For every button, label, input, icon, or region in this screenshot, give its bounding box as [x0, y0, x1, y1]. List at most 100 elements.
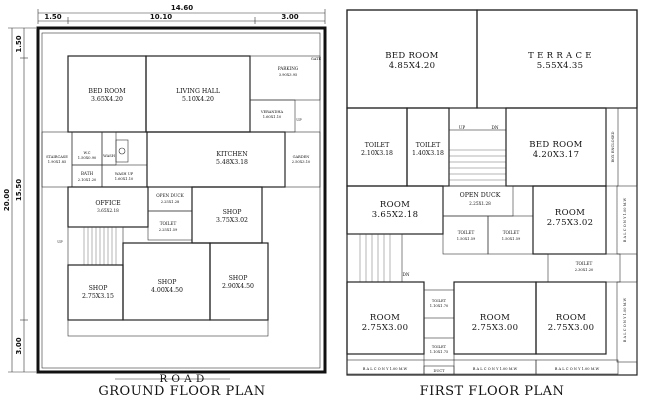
- dim-width-left: 1.50: [44, 13, 61, 21]
- dim-height-bottom: 3.00: [15, 337, 23, 354]
- ground-shop2-size: 2.75X3.15: [82, 293, 114, 300]
- first-toilet2-size: 1.40X3.18: [412, 150, 444, 157]
- first-balcony-bottom1: B A L C O N Y 1.00 M.W: [363, 367, 408, 371]
- ground-office-label: OFFICE: [95, 200, 121, 207]
- first-room4-size: 2.75X3.00: [472, 323, 519, 333]
- ground-bedroom-size: 3.65X4.20: [91, 96, 123, 103]
- plot-boundary: [36, 26, 327, 374]
- road-label: R O A D: [159, 373, 204, 385]
- ground-office-size: 3.65X2.18: [97, 208, 119, 213]
- ground-parking-size: 3.90X3.95: [279, 73, 298, 77]
- ground-bath-size: 2.10X1.20: [78, 178, 97, 182]
- ground-floor-plan: BED ROOM 3.65X4.20 LIVING HALL 5.10X4.20…: [36, 26, 327, 399]
- dim-total-height: 20.00: [3, 189, 11, 211]
- first-room5-label: ROOM: [556, 313, 586, 323]
- ground-kitchen-label: KITCHEN: [216, 151, 248, 158]
- first-toilet7-label: TOILET: [432, 345, 447, 349]
- ground-wc-label: W.C: [84, 151, 91, 155]
- first-room-5: [535, 281, 607, 355]
- ground-office: [67, 186, 149, 228]
- first-balcony-bottom3: B A L C O N Y 1.00 M.W: [555, 367, 600, 371]
- ground-kitchen-size: 5.48X3.18: [216, 159, 248, 166]
- first-toilet1-size: 2.10X3.18: [361, 150, 393, 157]
- first-terrace-label: T E R R A C E: [528, 51, 592, 61]
- ground-floor-title: GROUND FLOOR PLAN: [98, 384, 265, 399]
- ground-up-label-2: UP: [57, 240, 63, 244]
- ground-staircase-size: 1.90X1.85: [48, 160, 67, 164]
- dim-height-middle: 15.50: [15, 179, 23, 201]
- ground-toilet-label: TOILET: [160, 221, 177, 226]
- first-floor-title: FIRST FLOOR PLAN: [420, 384, 565, 399]
- ground-verandha-size: 1.60X1.10: [263, 115, 282, 119]
- ground-shop4-label: SHOP: [229, 275, 248, 282]
- first-bedroom1-label: BED ROOM: [385, 51, 438, 61]
- ground-shop1-size: 3.75X3.02: [216, 217, 248, 224]
- first-toilet1-label: TOILET: [365, 142, 390, 149]
- first-dn2-label: DN: [402, 272, 409, 277]
- ground-parking-label: PARKING: [278, 66, 299, 71]
- ground-up-label: UP: [296, 118, 302, 122]
- ground-washup-label: WASH UP: [115, 172, 134, 176]
- dim-width-right: 3.00: [281, 13, 298, 21]
- ground-open-duck: [147, 186, 193, 212]
- ground-shop3-label: SHOP: [158, 279, 177, 286]
- first-terrace-size: 5.55X4.35: [537, 61, 584, 71]
- ground-washup-size: 1.60X1.10: [115, 177, 134, 181]
- first-openduck-label: OPEN DUCK: [460, 192, 501, 199]
- ground-shop1-label: SHOP: [223, 209, 242, 216]
- first-toilet3-label: TOILET: [458, 230, 475, 235]
- first-toilet6-size: 1.10X1.70: [430, 304, 449, 308]
- first-duct-label: DUCT: [433, 369, 445, 373]
- first-toilet2-label: TOILET: [416, 142, 441, 149]
- dim-height-top: 1.50: [15, 35, 23, 52]
- ground-openduck-size: 2.25X1.28: [161, 200, 180, 204]
- first-toilet7-size: 1.10X1.75: [430, 350, 449, 354]
- ground-bedroom-label: BED ROOM: [88, 88, 126, 95]
- first-balcony-side1: B A L C O N Y 1.00 M.W: [623, 197, 627, 242]
- dim-width-middle: 10.10: [150, 13, 172, 21]
- first-toilet4-size: 1.50X1.59: [502, 237, 521, 241]
- ground-openduck-label: OPEN DUCK: [156, 193, 184, 198]
- ground-staircase-label: STAIRCASE: [46, 155, 68, 159]
- ground-garden-size: 2.50X3.10: [292, 160, 311, 164]
- first-room5-size: 2.75X3.00: [548, 323, 595, 333]
- first-toilet6-label: TOILET: [432, 299, 447, 303]
- ground-parking: [249, 55, 321, 101]
- first-room1-size: 3.65X2.18: [372, 210, 419, 220]
- first-bedroom2-label: BED ROOM: [529, 140, 582, 150]
- first-balcony-side2: B A L C O N Y 1.00 M.W: [623, 297, 627, 342]
- first-bedroom2-size: 4.20X3.17: [533, 150, 580, 160]
- ground-gate-label: GATE: [311, 57, 322, 61]
- first-bedroom1-size: 4.85X4.20: [389, 61, 436, 71]
- ground-bath-label: BATH: [81, 171, 94, 176]
- first-up-label: UP: [459, 125, 466, 130]
- first-room2-label: ROOM: [555, 208, 585, 218]
- ground-living-size: 5.10X4.20: [182, 96, 214, 103]
- ground-shop2-label: SHOP: [89, 285, 108, 292]
- first-toilet5-label: TOILET: [576, 261, 593, 266]
- first-box-enclosed-label: BOX ENCLOSED: [611, 131, 615, 162]
- ground-living-label: LIVING HALL: [176, 88, 220, 95]
- first-dn-label: DN: [491, 125, 498, 130]
- ground-toilet-size: 2.25X1.59: [159, 228, 178, 232]
- ground-verandha-label: VERANDHA: [260, 110, 284, 114]
- first-room1-label: ROOM: [380, 200, 410, 210]
- ground-shop4-size: 2.90X4.50: [222, 283, 254, 290]
- first-toilet5-size: 2.30X1.20: [575, 268, 594, 272]
- first-room4-label: ROOM: [480, 313, 510, 323]
- first-floor-plan: BED ROOM 4.85X4.20 T E R R A C E 5.55X4.…: [346, 9, 638, 399]
- first-room2-size: 2.75X3.02: [547, 218, 594, 228]
- first-toilet4-label: TOILET: [503, 230, 520, 235]
- dim-total-width: 14.60: [171, 4, 193, 12]
- ground-shop3-size: 4.00X4.50: [151, 287, 183, 294]
- first-room3-label: ROOM: [370, 313, 400, 323]
- ground-stairs: [67, 226, 124, 266]
- first-balcony-bottom2: B A L C O N Y 1.00 M.W: [473, 367, 518, 371]
- first-room3-size: 2.75X3.00: [362, 323, 409, 333]
- first-toilet3-size: 1.50X1.59: [457, 237, 476, 241]
- first-openduck-size: 2.25X1.28: [469, 201, 491, 206]
- ground-dimensions: 14.60 1.50 10.10 3.00 20.00 1.50 15.50 3…: [3, 4, 326, 373]
- ground-wash-label: WASH: [103, 154, 115, 158]
- ground-wc-size: 1.50X0.90: [78, 156, 97, 160]
